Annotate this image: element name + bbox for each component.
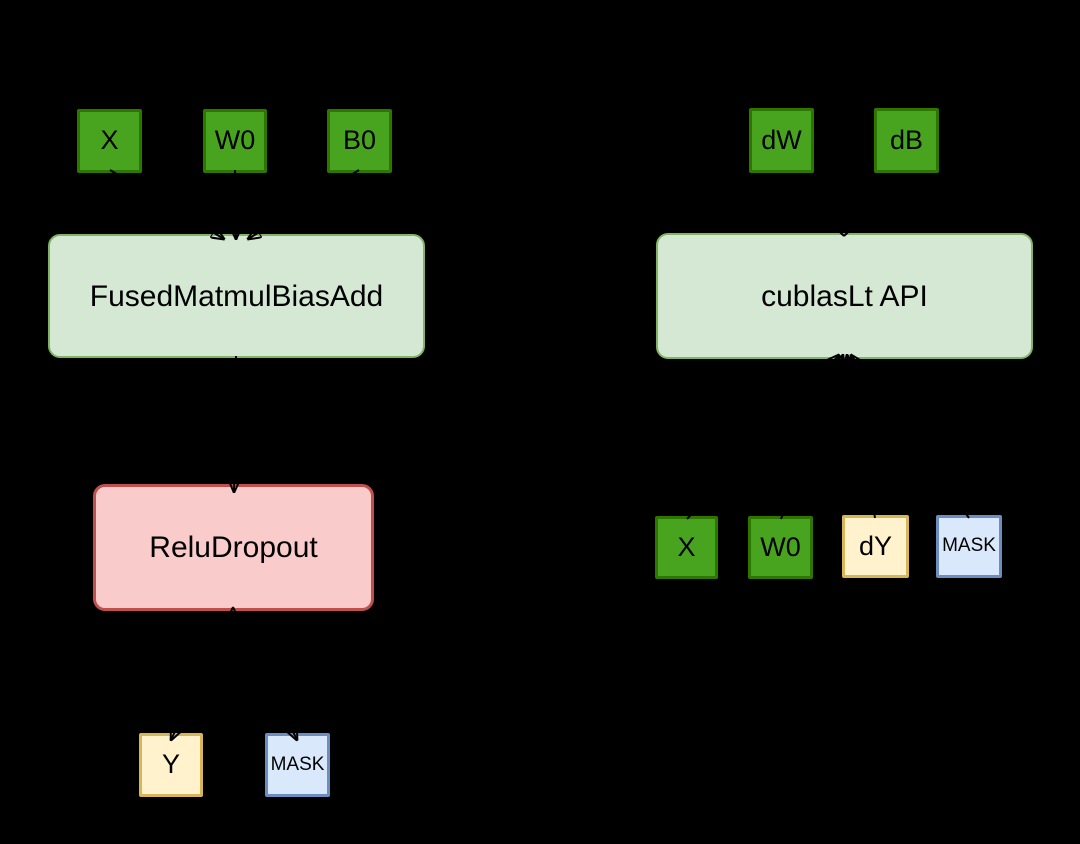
edge-dy-to-cublaslt bbox=[847, 355, 876, 519]
forward-output-y-node: Y bbox=[139, 733, 203, 797]
edge-cublaslt-to-db bbox=[843, 176, 906, 237]
forward-input-x-node: X bbox=[77, 109, 142, 173]
backward-gradient-dw-node: dW bbox=[749, 108, 814, 173]
edge-reludropout-to-mask bbox=[232, 606, 297, 740]
edge-w0-to-cublaslt bbox=[780, 355, 843, 520]
edge-fusedmatmul-to-reludropout bbox=[234, 355, 236, 492]
backward-gradient-db-node: dB bbox=[874, 108, 939, 173]
backward-input-mask-node: MASK bbox=[936, 515, 1002, 578]
backward-input-x-node: X bbox=[655, 516, 718, 579]
cublaslt-api-op-node: cublasLt API bbox=[656, 233, 1033, 359]
edge-x-to-cublaslt bbox=[686, 355, 839, 520]
backward-input-w0-node: W0 bbox=[748, 516, 813, 579]
edge-x-to-fusedmatmul bbox=[109, 169, 224, 239]
relu-dropout-op-node: ReluDropout bbox=[93, 484, 374, 611]
forward-input-b0-node: B0 bbox=[327, 109, 392, 173]
edge-mask-to-cublaslt bbox=[851, 355, 970, 519]
forward-input-w0-node: W0 bbox=[203, 109, 267, 173]
fused-matmul-bias-add-op-node: FusedMatmulBiasAdd bbox=[48, 234, 425, 358]
edge-cublaslt-to-dw bbox=[782, 176, 845, 237]
forward-output-mask-node: MASK bbox=[265, 733, 330, 797]
backward-input-dy-node: dY bbox=[842, 515, 909, 578]
edge-w0-to-fusedmatmul bbox=[235, 169, 236, 239]
edge-reludropout-to-y bbox=[171, 606, 234, 740]
edge-b0-to-fusedmatmul bbox=[248, 169, 360, 239]
